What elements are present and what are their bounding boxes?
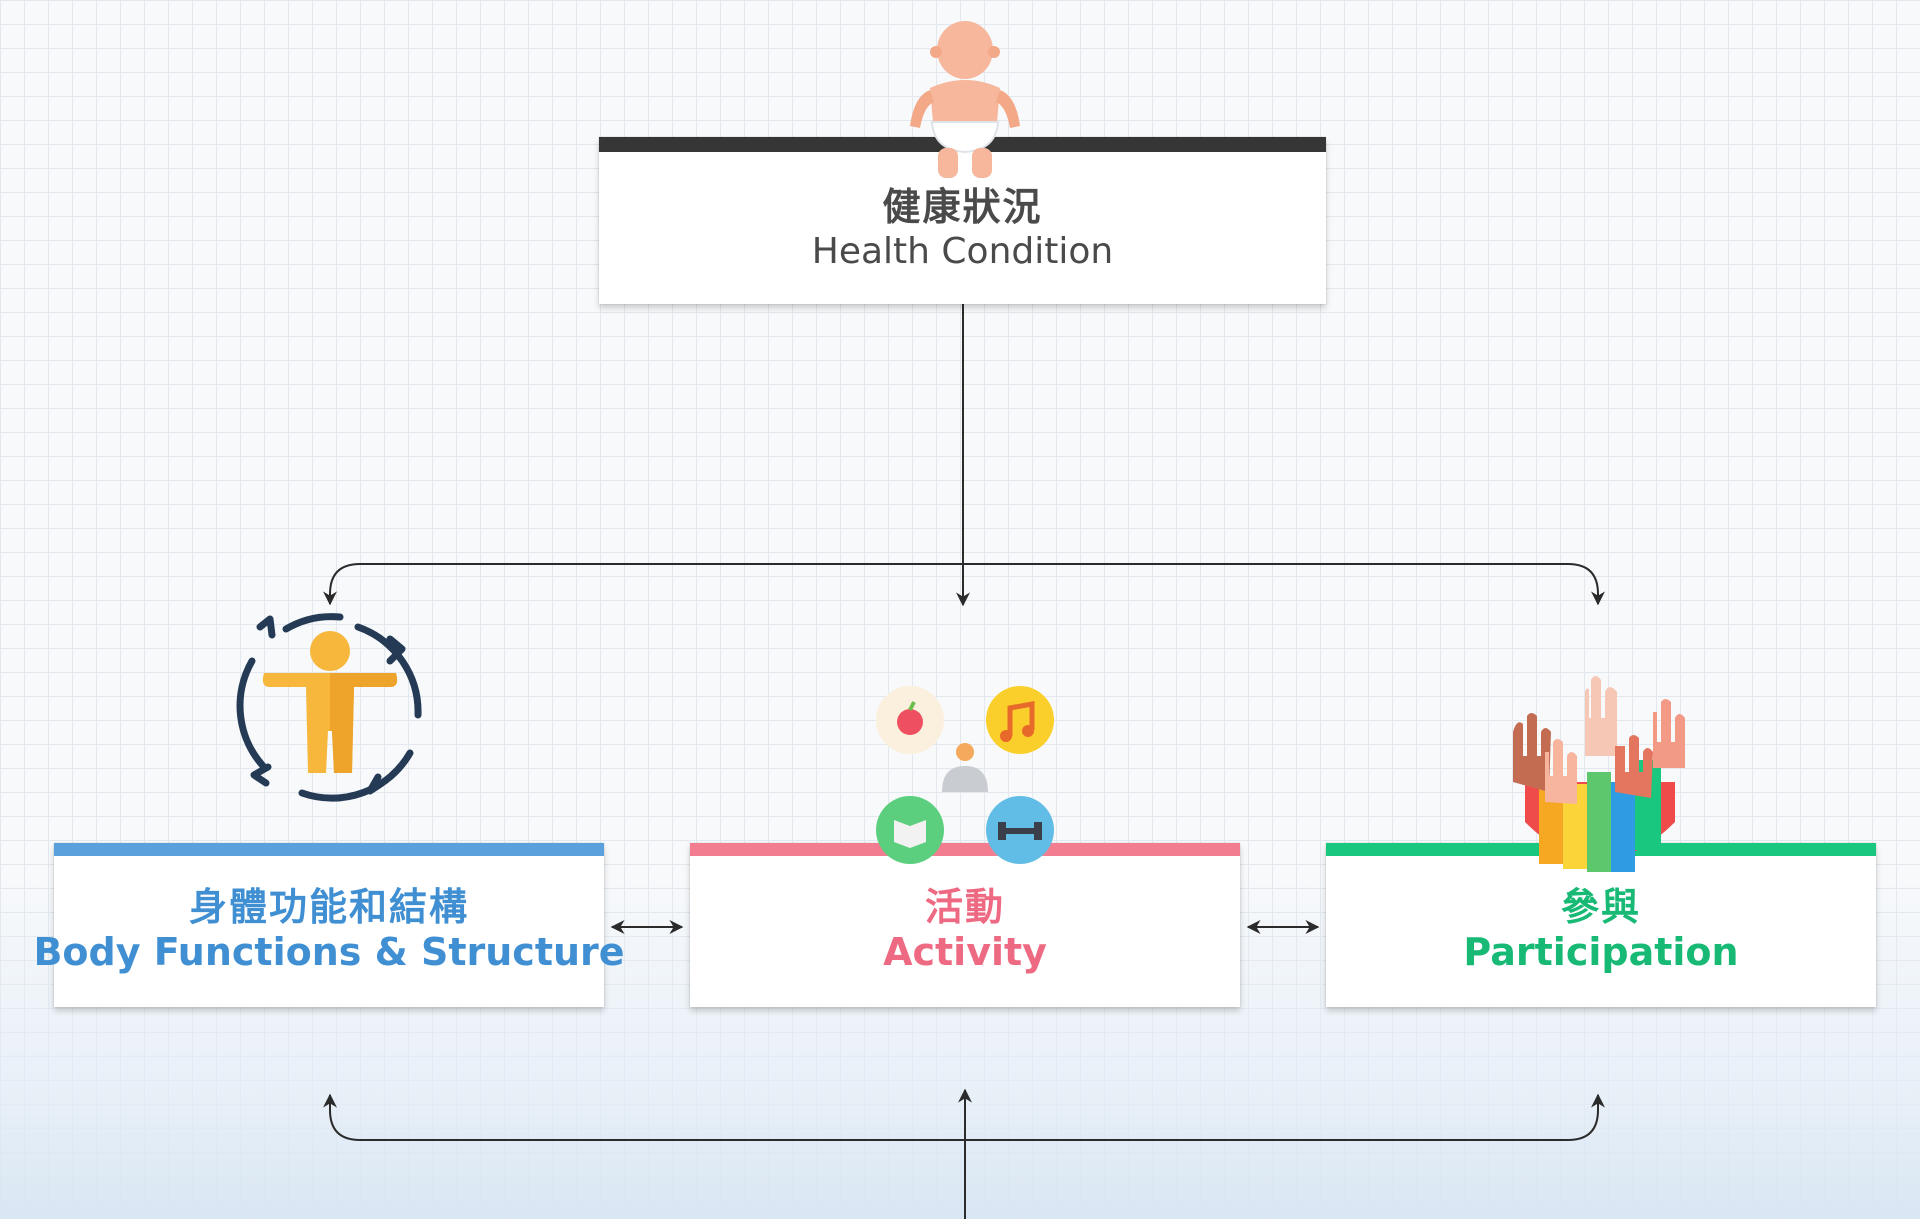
body-rotate-icon — [236, 613, 422, 802]
top-bracket-line — [323, 563, 1605, 606]
participation-zh-label: 參與 — [1560, 885, 1641, 930]
body-functions-box: 身體功能和結構 Body Functions & Structure — [33, 843, 625, 1007]
health-zh-label: 健康狀況 — [882, 185, 1043, 230]
health-condition-box: 健康狀況 Health Condition — [599, 137, 1326, 304]
activity-box: 活動 Activity — [690, 843, 1240, 1007]
body-accent-bar — [54, 843, 604, 856]
body-en-label: Body Functions & Structure — [33, 930, 625, 975]
raised-hands-icon — [1513, 676, 1685, 872]
activity-zh-label: 活動 — [924, 885, 1005, 930]
health-en-label: Health Condition — [811, 230, 1114, 272]
participation-en-label: Participation — [1463, 930, 1739, 975]
body-zh-label: 身體功能和結構 — [188, 885, 469, 930]
baby-icon — [910, 21, 1020, 178]
activity-accent-bar — [690, 843, 1240, 856]
activity-cluster-icon — [876, 686, 1054, 864]
activity-en-label: Activity — [883, 930, 1047, 975]
